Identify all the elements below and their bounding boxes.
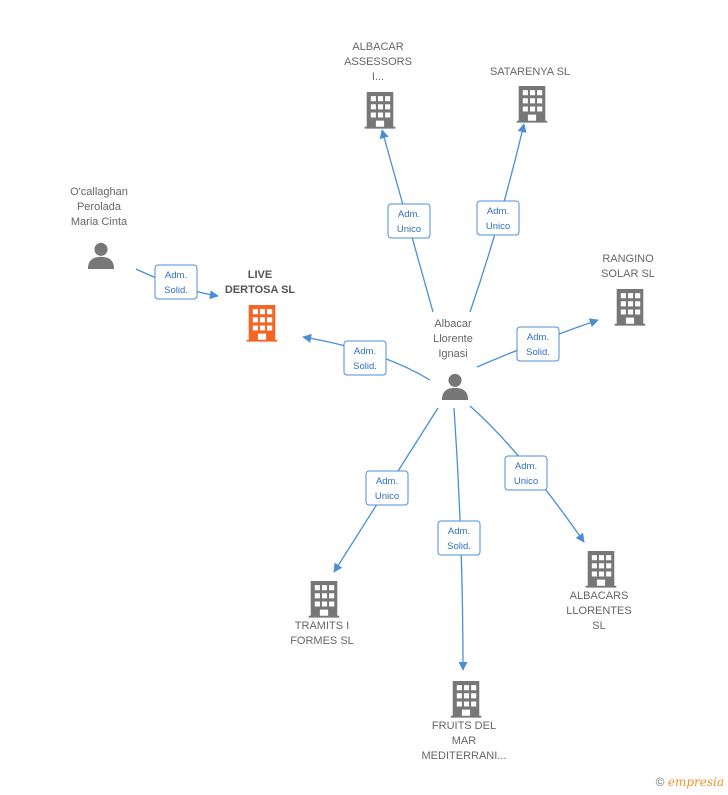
role-badge-box <box>437 520 481 556</box>
brand-name[interactable]: empresia <box>667 775 724 789</box>
person-icon[interactable] <box>441 373 469 400</box>
role-badge-text: Adm. <box>487 206 509 217</box>
node-label[interactable]: O'callaghan <box>70 186 128 198</box>
node-label[interactable]: ALBACAR <box>352 41 403 53</box>
edge-role-badge[interactable]: Adm. Solid. <box>437 520 481 556</box>
node-label[interactable]: I... <box>372 71 384 83</box>
role-badge-text: Solid. <box>164 285 188 296</box>
node-albacars[interactable]: ALBACARS LLORENTES SL <box>566 551 632 632</box>
node-label[interactable]: RANGINO <box>602 253 654 265</box>
node-label[interactable]: SATARENYA SL <box>490 66 570 78</box>
node-tramits[interactable]: TRAMITS I FORMES SL <box>290 581 354 647</box>
role-badge-text: Unico <box>397 224 421 235</box>
edge-center-to-satarenya: Adm. Unico <box>469 123 527 313</box>
role-badge-box <box>154 264 198 300</box>
footer-brand: © empresia <box>656 775 724 789</box>
node-satarenya[interactable]: SATARENYA SL <box>490 66 570 123</box>
node-label[interactable]: TRAMITS I <box>295 620 349 632</box>
node-label[interactable]: ASSESSORS <box>344 56 412 68</box>
node-label[interactable]: LIVE <box>248 269 272 281</box>
building-icon[interactable] <box>246 305 278 342</box>
edge-role-badge[interactable]: Adm. Solid. <box>154 264 198 300</box>
role-badge-text: Adm. <box>376 476 398 487</box>
role-badge-text: Adm. <box>527 332 549 343</box>
node-label[interactable]: ALBACARS <box>570 590 629 602</box>
role-badge-text: Adm. <box>165 270 187 281</box>
edge-role-badge[interactable]: Adm. Solid. <box>516 326 560 362</box>
node-label[interactable]: FORMES SL <box>290 635 354 647</box>
node-label[interactable]: DERTOSA SL <box>225 284 296 296</box>
building-icon[interactable] <box>614 289 646 326</box>
node-rangino[interactable]: RANGINO SOLAR SL <box>601 253 655 326</box>
edge-role-badge[interactable]: Adm. Unico <box>365 470 409 506</box>
building-icon[interactable] <box>308 581 340 618</box>
node-label[interactable]: SOLAR SL <box>601 268 655 280</box>
node-label[interactable]: MAR <box>452 735 477 747</box>
role-badge-text: Adm. <box>354 346 376 357</box>
edge-role-badge[interactable]: Adm. Unico <box>387 203 431 239</box>
node-label[interactable]: Albacar <box>434 318 472 330</box>
building-icon[interactable] <box>364 92 396 129</box>
role-badge-text: Adm. <box>515 461 537 472</box>
edge-role-badge[interactable]: Adm. Solid. <box>343 340 387 376</box>
role-badge-text: Unico <box>375 491 399 502</box>
role-badge-box <box>476 200 520 236</box>
node-label[interactable]: Llorente <box>433 333 473 345</box>
role-badge-box <box>504 455 548 491</box>
copyright-symbol: © <box>655 775 665 789</box>
role-badge-box <box>365 470 409 506</box>
role-badge-text: Solid. <box>353 361 377 372</box>
building-icon[interactable] <box>585 551 617 588</box>
edge-role-badge[interactable]: Adm. Unico <box>476 200 520 236</box>
node-live[interactable]: LIVE DERTOSA SL <box>225 269 296 342</box>
edge-center-to-rangino: Adm. Solid. <box>476 318 599 368</box>
node-albacar_assessors[interactable]: ALBACAR ASSESSORS I... <box>344 41 412 129</box>
edges: Adm.UnicoAdm.UnicoAdm.Solid.Adm.Solid.Ad… <box>135 123 599 671</box>
role-badge-box <box>516 326 560 362</box>
role-badge-text: Adm. <box>398 209 420 220</box>
node-label[interactable]: Perolada <box>77 201 122 213</box>
node-label[interactable]: Maria Cinta <box>71 216 128 228</box>
edge-center-to-fruits: Adm. Solid. <box>437 407 481 671</box>
role-badge-text: Adm. <box>448 526 470 537</box>
building-icon[interactable] <box>450 681 482 718</box>
node-label[interactable]: MEDITERRANI... <box>422 750 507 762</box>
role-badge-box <box>387 203 431 239</box>
building-icon[interactable] <box>516 86 548 123</box>
node-label[interactable]: FRUITS DEL <box>432 720 496 732</box>
edge-center-to-tramits: Adm. Unico <box>333 407 439 573</box>
edge-role-badge[interactable]: Adm. Unico <box>504 455 548 491</box>
edge-center-to-albacar_assessors: Adm. Unico <box>379 129 434 313</box>
node-label[interactable]: LLORENTES <box>566 605 631 617</box>
role-badge-text: Unico <box>514 476 538 487</box>
node-fruits[interactable]: FRUITS DEL MAR MEDITERRANI... <box>422 681 507 762</box>
person-icon[interactable] <box>87 242 115 269</box>
role-badge-text: Solid. <box>526 347 550 358</box>
edge-center-to-albacars: Adm. Unico <box>469 405 585 543</box>
role-badge-text: Solid. <box>447 541 471 552</box>
node-label[interactable]: Ignasi <box>438 348 467 360</box>
edge-center-to-live: Adm. Solid. <box>302 333 431 381</box>
role-badge-box <box>343 340 387 376</box>
edge-ocallaghan-to-live: Adm. Solid. <box>135 264 219 300</box>
node-label[interactable]: SL <box>592 620 605 632</box>
role-badge-text: Unico <box>486 221 510 232</box>
